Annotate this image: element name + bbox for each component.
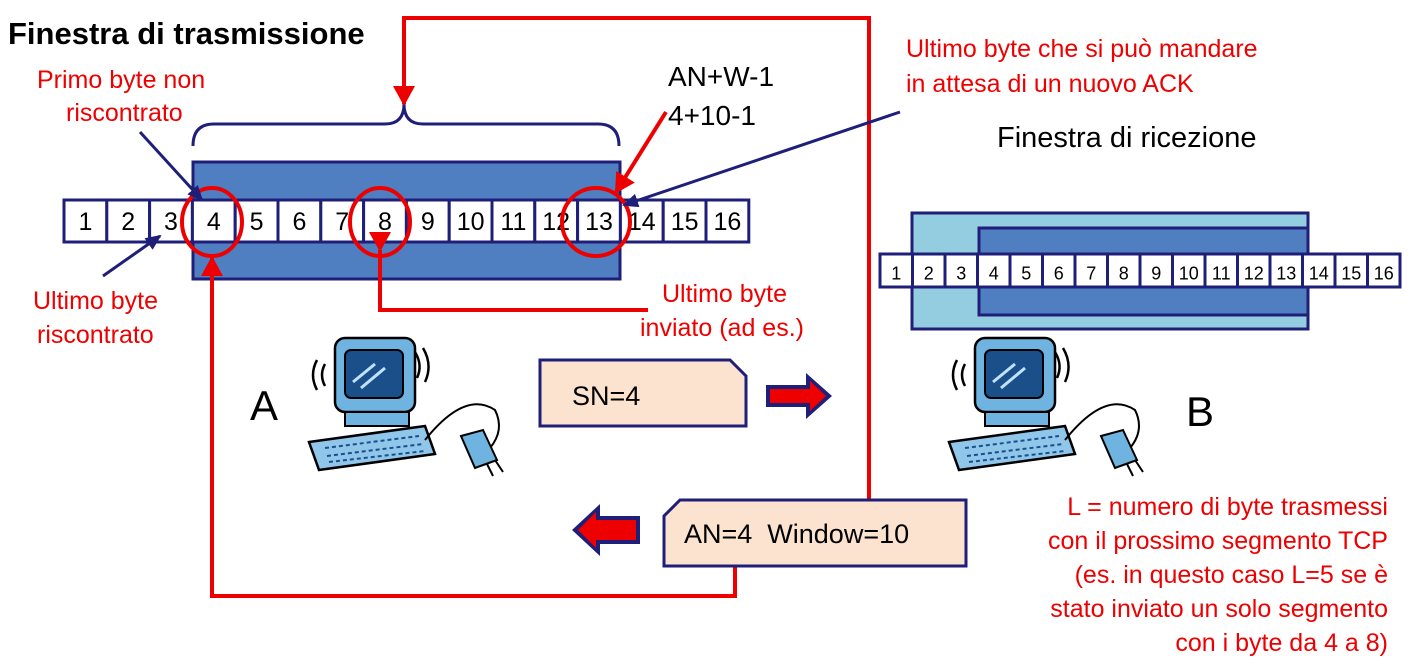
send-direction-arrow [766, 373, 832, 419]
byte-number: 5 [1021, 264, 1031, 284]
length-note-line-5: con i byte da 4 a 8) [1175, 629, 1388, 657]
ack-direction-arrow [572, 504, 640, 556]
byte-cell [447, 198, 494, 244]
byte-number: 9 [421, 208, 435, 236]
last-sendable-label-2: in attesa di un nuovo ACK [906, 70, 1194, 98]
byte-number: 10 [457, 208, 485, 236]
byte-number: 10 [1179, 264, 1199, 284]
byte-number: 14 [628, 208, 656, 236]
byte-cell [1366, 252, 1402, 289]
length-note-line-2: con il prossimo segmento TCP [1048, 527, 1388, 555]
byte-number: 3 [956, 264, 966, 284]
byte-cell [533, 198, 580, 244]
byte-number: 6 [292, 208, 306, 236]
length-note-line-3: (es. in questo caso L=5 se è [1075, 561, 1388, 589]
byte-number: 13 [585, 208, 613, 236]
byte-number: 3 [164, 208, 178, 236]
byte-cell [62, 198, 109, 244]
byte-number: 9 [1151, 264, 1161, 284]
formula-line-2: 4+10-1 [668, 100, 756, 131]
first-unacked-label-1: Primo byte non [37, 66, 205, 94]
byte-cell [1106, 252, 1142, 289]
byte-cell [943, 252, 979, 289]
byte-number: 12 [1244, 264, 1264, 284]
byte-number: 6 [1054, 264, 1064, 284]
receive-window-title: Finestra di ricezione [997, 122, 1257, 154]
byte-number: 15 [671, 208, 699, 236]
formula-line-1: AN+W-1 [668, 61, 774, 92]
byte-cell [576, 198, 622, 244]
first-unacked-label-2: riscontrato [66, 99, 183, 127]
byte-number: 1 [891, 264, 901, 284]
byte-cell [878, 252, 914, 289]
byte-cell [1268, 252, 1304, 289]
byte-number: 1 [78, 208, 92, 236]
byte-number: 8 [1119, 264, 1129, 284]
byte-number: 11 [1212, 264, 1231, 284]
last-sendable-arrow [622, 110, 901, 208]
segment-ack-label: AN=4 Window=10 [684, 519, 909, 549]
byte-cell [1301, 252, 1337, 289]
segment-ack-box [662, 498, 968, 568]
byte-number: 5 [250, 208, 264, 236]
byte-number: 4 [207, 208, 221, 236]
byte-number: 2 [121, 208, 135, 236]
byte-cell [1236, 252, 1272, 289]
last-acked-arrow [102, 234, 162, 278]
last-sent-pointer [369, 232, 648, 312]
byte-cell [190, 198, 237, 244]
formula-arrow [614, 110, 668, 194]
byte-cell [618, 198, 665, 244]
byte-cell [661, 198, 708, 244]
byte-number: 4 [989, 264, 999, 284]
byte-number: 7 [1086, 264, 1096, 284]
sender-label: A [250, 382, 278, 429]
byte-number: 14 [1309, 264, 1329, 284]
byte-cell [1073, 252, 1109, 289]
last-acked-label-2: riscontrato [37, 321, 154, 349]
byte-number: 15 [1341, 264, 1361, 284]
byte-cell [1171, 252, 1207, 289]
byte-cell [911, 252, 947, 289]
segment-sent-box [538, 358, 748, 428]
ack-feedback-arrow [201, 256, 737, 598]
byte-number: 13 [1276, 264, 1296, 284]
first-unacked-arrow [138, 130, 204, 202]
window-feedback-arrow [393, 16, 871, 500]
length-note-line-4: stato inviato un solo segmento [1050, 595, 1388, 623]
byte-number: 11 [500, 208, 526, 236]
byte-cell [1008, 252, 1044, 289]
byte-number: 16 [713, 208, 741, 236]
page-title: Finestra di trasmissione [8, 16, 365, 51]
segment-sent-label: SN=4 [572, 381, 640, 411]
circle-byte-13 [560, 186, 632, 258]
length-note-line-1: L = numero di byte trasmessi [1067, 493, 1388, 521]
byte-number: 12 [542, 208, 570, 236]
byte-cell [704, 198, 751, 244]
byte-number: 7 [335, 208, 349, 236]
last-acked-label-1: Ultimo byte [33, 287, 158, 315]
byte-cell [404, 198, 451, 244]
computer-a-icon [307, 336, 504, 477]
byte-number: 16 [1374, 264, 1394, 284]
window-brace [191, 103, 621, 147]
receiver-label: B [1186, 388, 1214, 435]
byte-cell [319, 198, 366, 244]
byte-number: 8 [378, 208, 392, 236]
last-sendable-label-1: Ultimo byte che si può mandare [906, 35, 1258, 63]
last-sent-label-2: inviato (ad es.) [640, 314, 804, 342]
computer-b-icon [947, 336, 1144, 477]
last-sent-label-1: Ultimo byte [662, 280, 787, 308]
byte-number: 2 [924, 264, 934, 284]
